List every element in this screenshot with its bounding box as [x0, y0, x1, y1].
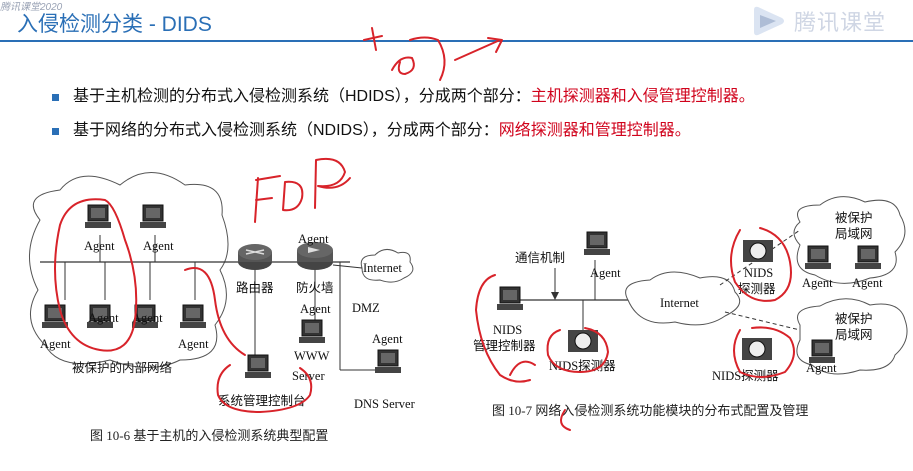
- agent-computer: [804, 245, 832, 270]
- internet-cloud: [625, 271, 741, 326]
- firewall-icon: [297, 242, 333, 270]
- nids-probe-icon: [568, 300, 598, 352]
- agent-computer: [854, 245, 882, 270]
- agent-computer: [583, 231, 611, 256]
- dns-server-icon: [374, 349, 402, 374]
- lan-cloud-top: [793, 196, 906, 284]
- lan-cloud: [29, 172, 229, 368]
- brand-name: 腾讯课堂: [794, 10, 887, 35]
- console-computer: [244, 354, 272, 379]
- nids-probe-label-a: NIDS: [744, 266, 773, 280]
- lan-label-2: 局域网: [835, 328, 873, 342]
- www-server-icon: [298, 319, 326, 344]
- agent-label: Agent: [88, 311, 119, 325]
- router-label: 路由器: [236, 280, 274, 295]
- nids-manager-label-2: 管理控制器: [473, 338, 536, 353]
- bullet-text: 基于主机检测的分布式入侵检测系统（HDIDS），分成两个部分：: [73, 88, 531, 105]
- lan-cloud-bottom: [796, 298, 908, 375]
- agent-label: Agent: [84, 239, 115, 253]
- bullet-ndids: 基于网络的分布式入侵检测系统（NDIDS），分成两个部分： 网络探测器和管理控制…: [52, 114, 755, 148]
- firewall-agent-label: Agent: [298, 232, 329, 246]
- brand: 腾讯课堂: [750, 4, 886, 38]
- agent-label: Agent: [802, 276, 833, 290]
- router-icon: [238, 244, 272, 270]
- lan-label-1: 被保护: [835, 312, 873, 326]
- agent-computer: [179, 304, 207, 329]
- www-label: WWW: [294, 349, 330, 363]
- pen-annotations: [54, 27, 795, 431]
- lan-label-2: 局域网: [835, 227, 873, 241]
- figure-nids: 通信机制 Agent NIDS 管理控制器 NIDS探测器 Internet 被…: [473, 196, 908, 418]
- bullet-marker: [52, 127, 59, 135]
- nids-manager-label-1: NIDS: [493, 323, 522, 337]
- title-divider: [0, 40, 913, 42]
- console-label: 系统管理控制台: [218, 393, 306, 408]
- slide-header: 腾讯课堂2020 入侵检测分类 - DIDS 腾讯课堂: [0, 0, 913, 42]
- agent-label: Agent: [806, 361, 837, 375]
- bullet-hdids: 基于主机检测的分布式入侵检测系统（HDIDS），分成两个部分： 主机探测器和入侵…: [52, 80, 755, 114]
- bullet-emphasis: 网络探测器和管理控制器。: [498, 122, 691, 139]
- agent-computer: [139, 204, 167, 229]
- bullet-emphasis: 主机探测器和入侵管理控制器。: [530, 88, 755, 105]
- figure-left-caption: 图 10-6 基于主机的入侵检测系统典型配置: [90, 428, 328, 443]
- www-agent-label: Agent: [300, 302, 331, 316]
- agent-label: Agent: [590, 266, 621, 280]
- agent-computer: [41, 304, 69, 329]
- nids-probe-icon: [742, 338, 772, 360]
- agent-label: Agent: [143, 239, 174, 253]
- internet-label: Internet: [363, 261, 402, 275]
- internet-label: Internet: [660, 296, 699, 310]
- agent-label: Agent: [178, 337, 209, 351]
- lan-label: 被保护的内部网络: [72, 360, 173, 375]
- dns-agent-label: Agent: [372, 332, 403, 346]
- nids-probe-label-b: 探测器: [738, 282, 776, 296]
- bullet-list: 基于主机检测的分布式入侵检测系统（HDIDS），分成两个部分： 主机探测器和入侵…: [52, 80, 755, 148]
- figure-hids: Agent Agent Agent Agent Agent Agent 被保护的…: [29, 172, 416, 443]
- dns-server-label: DNS Server: [354, 397, 416, 411]
- lan-label-1: 被保护: [835, 211, 873, 225]
- agent-label: Agent: [40, 337, 71, 351]
- agent-computer: [808, 339, 836, 364]
- dmz-label: DMZ: [352, 301, 380, 315]
- firewall-label: 防火墙: [296, 280, 334, 295]
- agent-label: Agent: [132, 311, 163, 325]
- watermark: 腾讯课堂2020: [0, 2, 63, 13]
- figure-right-caption: 图 10-7 网络入侵检测系统功能模块的分布式配置及管理: [492, 403, 808, 418]
- bullet-text: 基于网络的分布式入侵检测系统（NDIDS），分成两个部分：: [73, 122, 499, 139]
- agent-computer: [84, 204, 112, 229]
- internet-cloud: [360, 249, 414, 283]
- nids-probe-icon: [743, 240, 773, 262]
- nids-manager-computer: [496, 286, 524, 311]
- slide-title: 入侵检测分类 - DIDS: [17, 13, 212, 36]
- play-logo-icon: [754, 6, 784, 36]
- bullet-marker: [52, 93, 59, 101]
- nids-probe-label: NIDS探测器: [712, 369, 779, 383]
- agent-label: Agent: [852, 276, 883, 290]
- comm-label: 通信机制: [515, 251, 565, 265]
